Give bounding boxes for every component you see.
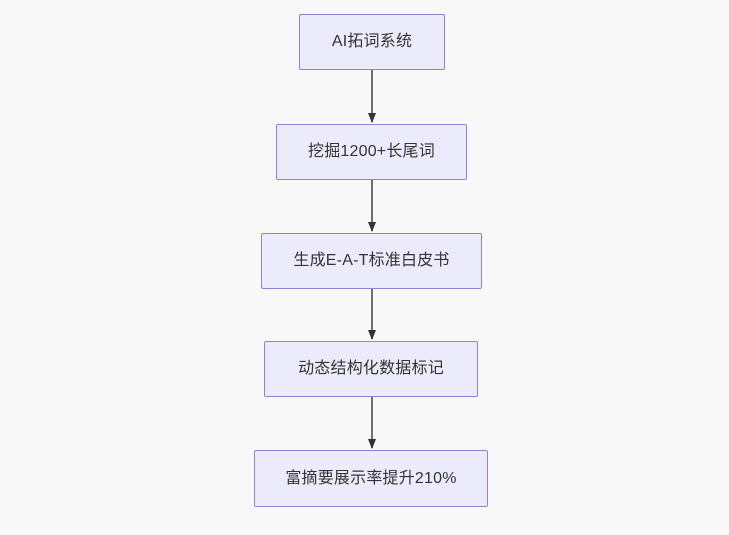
- flowchart-node-dynamic-structured-data-markup[interactable]: 动态结构化数据标记: [264, 341, 478, 397]
- node-label: AI拓词系统: [331, 33, 413, 51]
- node-label: 动态结构化数据标记: [298, 360, 444, 378]
- node-label: 富摘要展示率提升210%: [285, 469, 457, 487]
- flowchart-node-ai-keyword-system[interactable]: AI拓词系统: [299, 14, 445, 70]
- node-label: 生成E-A-T标准白皮书: [293, 252, 450, 270]
- flowchart-node-rich-snippet-impression-lift[interactable]: 富摘要展示率提升210%: [254, 450, 488, 507]
- flowchart-node-mine-longtail-keywords[interactable]: 挖掘1200+长尾词: [276, 124, 467, 180]
- flowchart-node-generate-eat-whitepaper[interactable]: 生成E-A-T标准白皮书: [261, 233, 482, 289]
- node-label: 挖掘1200+长尾词: [308, 143, 435, 161]
